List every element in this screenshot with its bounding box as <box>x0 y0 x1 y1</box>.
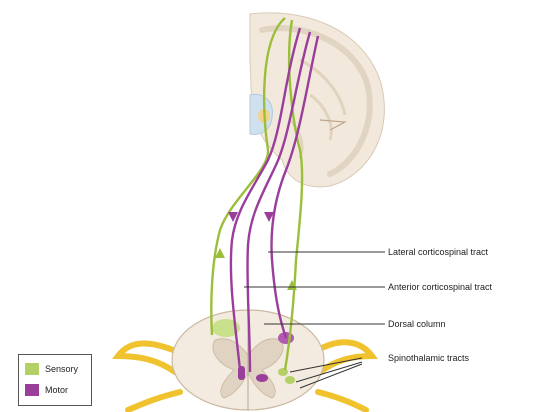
label-anterior-corticospinal: Anterior corticospinal tract <box>388 282 493 292</box>
legend: Sensory Motor <box>18 354 92 406</box>
legend-item-motor: Motor <box>25 383 68 397</box>
legend-label-motor: Motor <box>45 385 68 395</box>
label-dorsal-column: Dorsal column <box>388 319 446 329</box>
spinal-cord-section <box>118 310 372 410</box>
legend-item-sensory: Sensory <box>25 362 78 376</box>
label-spinothalamic: Spinothalamic tracts <box>388 353 470 363</box>
sensory-swatch <box>25 363 39 375</box>
legend-label-sensory: Sensory <box>45 364 78 374</box>
motor-swatch <box>25 384 39 396</box>
label-lateral-corticospinal: Lateral corticospinal tract <box>388 247 489 257</box>
